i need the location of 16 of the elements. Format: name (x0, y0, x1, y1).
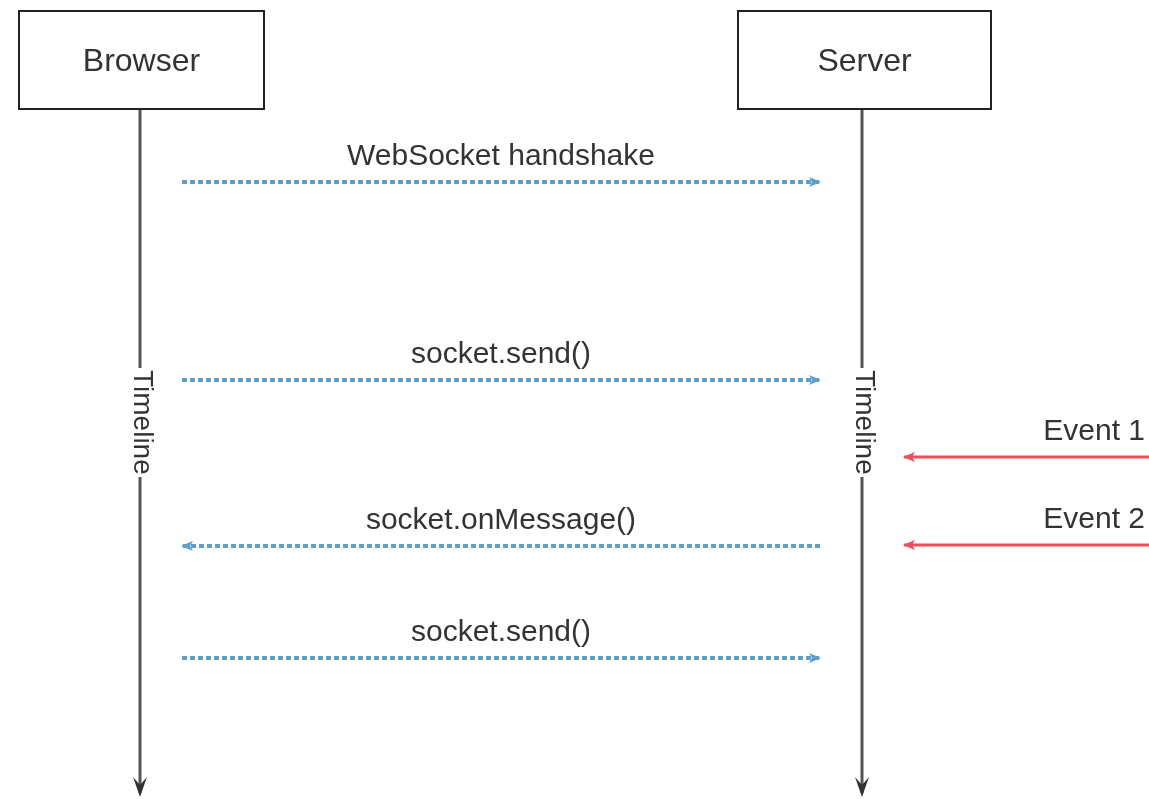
event-label: Event 2 (1043, 503, 1145, 533)
message-arrow (182, 375, 821, 385)
message-arrow (182, 177, 821, 187)
event-label: Event 1 (1043, 415, 1145, 445)
participant-box (737, 10, 992, 110)
message-arrow (903, 540, 1149, 550)
message-label: socket.send() (410, 338, 592, 368)
message-arrow (903, 452, 1149, 462)
message-arrow (182, 653, 821, 663)
participant-box (18, 10, 265, 110)
message-label: WebSocket handshake (347, 140, 655, 170)
message-label: socket.onMessage() (365, 504, 637, 534)
participant-name: Server (817, 41, 912, 79)
message-arrow (181, 541, 820, 551)
message-label: socket.send() (410, 616, 592, 646)
participant-name: Browser (82, 41, 201, 79)
